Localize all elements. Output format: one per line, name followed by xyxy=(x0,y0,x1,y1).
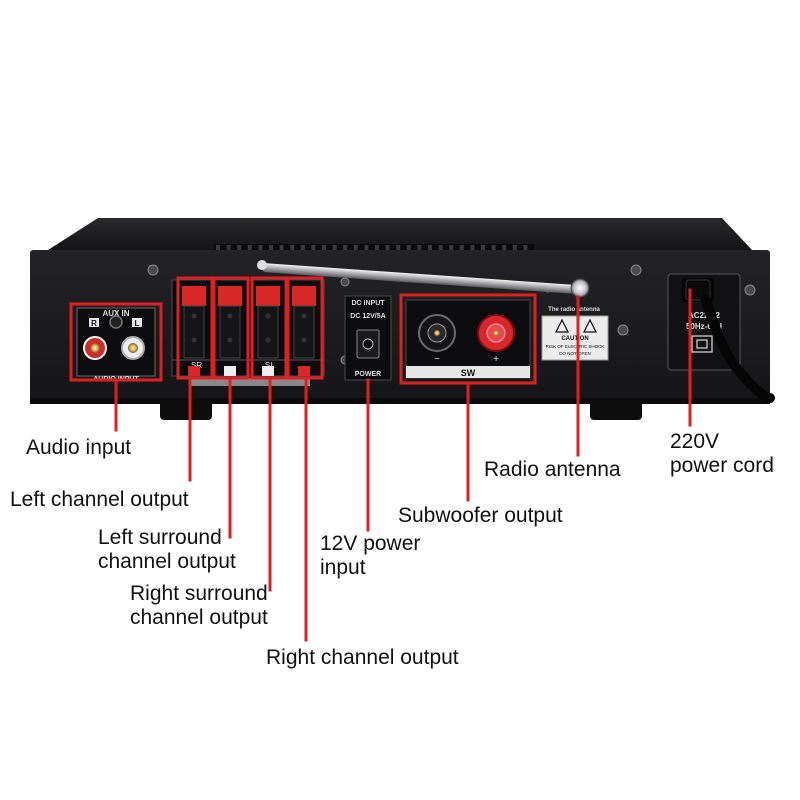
binding-post-negative[interactable] xyxy=(418,314,456,352)
callout-left-surround-line1: Left surround xyxy=(98,526,222,549)
sl-label: SL xyxy=(265,361,275,370)
dc-input-label: DC INPUT xyxy=(351,300,385,307)
dc-spec-label: DC 12V/5A xyxy=(350,313,385,320)
binding-post-positive[interactable] xyxy=(477,314,515,352)
callout-12v-power-input: 12V power input xyxy=(320,532,420,580)
ac-spec-line1: AC220-2 xyxy=(688,311,721,320)
antenna-connector[interactable] xyxy=(570,278,590,298)
sw-minus-sign: − xyxy=(434,354,440,365)
terminal-left-surround[interactable] xyxy=(218,286,242,376)
power-cord-plug xyxy=(685,279,711,301)
callout-lines xyxy=(114,288,692,642)
callout-12v-line2: input xyxy=(320,556,366,579)
foot-left xyxy=(160,398,212,420)
foot-right xyxy=(590,398,642,420)
aux-r-label: R xyxy=(91,319,97,328)
callout-left-surround-output: Left surround channel output xyxy=(98,526,236,574)
caution-line2: DO NOT OPEN xyxy=(559,351,590,356)
callout-right-channel-output: Right channel output xyxy=(266,646,459,669)
callout-12v-line1: 12V power xyxy=(320,532,421,555)
antenna-plate-label: The radio antenna xyxy=(548,307,600,313)
callout-220v-line2: power cord xyxy=(670,454,774,477)
callout-right-surround-output: Right surround channel output xyxy=(130,582,268,630)
callout-left-channel-output: Left channel output xyxy=(10,488,189,511)
terminal-left-channel[interactable] xyxy=(182,286,206,376)
callout-radio-antenna: Radio antenna xyxy=(484,458,621,481)
callout-220v-power-cord: 220V power cord xyxy=(670,430,774,478)
power-plate-label: POWER xyxy=(355,371,381,378)
power-cord xyxy=(701,295,775,403)
terminal-highlight-boxes xyxy=(176,276,324,380)
sw-plus-sign: + xyxy=(493,354,499,365)
antenna-rod xyxy=(261,263,584,295)
callout-audio-input: Audio input xyxy=(26,436,132,459)
caution-line1: RISK OF ELECTRIC SHOCK xyxy=(546,344,605,349)
sr-label: SR xyxy=(191,361,202,370)
terminal-right-channel[interactable] xyxy=(292,286,316,376)
callout-220v-line1: 220V xyxy=(670,430,720,453)
spring-clip-terminals xyxy=(182,286,316,376)
callout-subwoofer-output: Subwoofer output xyxy=(398,504,563,527)
aux-l-label: L xyxy=(135,319,140,328)
aux-in-label: AUX IN xyxy=(102,309,129,318)
ac-spec-line2: 50Hz-60H xyxy=(686,322,722,331)
terminal-right-surround[interactable] xyxy=(256,286,280,376)
callout-left-surround-line2: channel output xyxy=(98,550,236,573)
callout-right-surround-line2: channel output xyxy=(130,606,268,629)
caution-label: CAUTION xyxy=(561,336,588,342)
callout-right-surround-line1: Right surround xyxy=(130,582,268,605)
sw-label: SW xyxy=(461,368,476,378)
caution-plate xyxy=(541,315,609,361)
chassis-top xyxy=(48,218,752,250)
